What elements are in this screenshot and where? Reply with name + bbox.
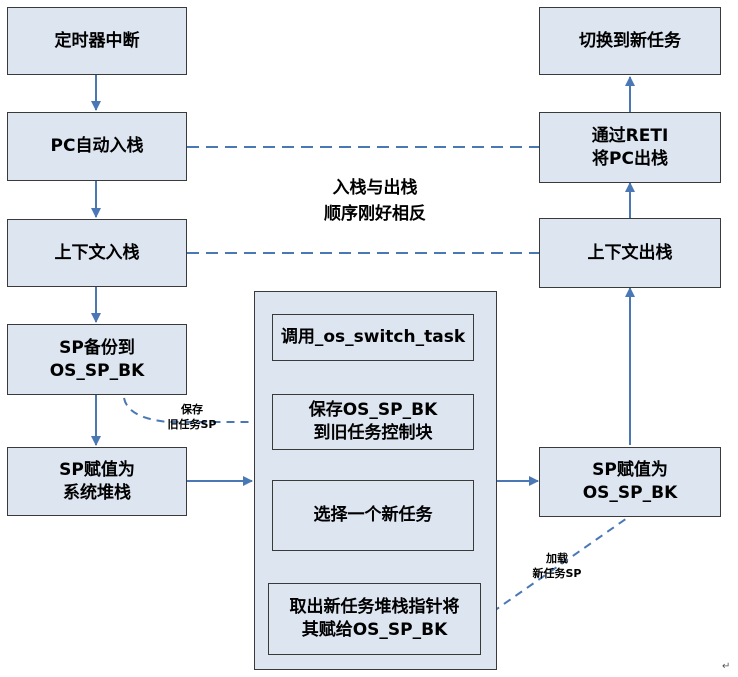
box-switch-to-new-task: 切换到新任务 (539, 7, 721, 75)
box-timer-interrupt: 定时器中断 (7, 7, 187, 75)
dashed-save-old-sp (123, 397, 272, 423)
box-call-switch-task-text: 调用_os_switch_task (280, 327, 466, 348)
box-switch-to-new-task-text: 切换到新任务 (579, 30, 681, 51)
box-fetch-new-sp: 取出新任务堆栈指针将 其赋给OS_SP_BK (268, 583, 481, 655)
box-sp-to-system-stack-line2: 系统堆栈 (63, 482, 131, 503)
box-context-push-text: 上下文入栈 (54, 242, 140, 263)
note-load-new-sp-line1: 加载 (546, 552, 568, 565)
box-pc-push: PC自动入栈 (7, 112, 187, 181)
box-fetch-new-sp-line1: 取出新任务堆栈指针将 (289, 597, 460, 618)
note-save-old-sp-line1: 保存 (181, 403, 203, 416)
box-context-pop: 上下文出栈 (539, 218, 721, 288)
box-context-push: 上下文入栈 (7, 219, 187, 287)
note-push-pop-order-line2: 顺序刚好相反 (324, 203, 426, 224)
box-fetch-new-sp-line2: 其赋给OS_SP_BK (301, 620, 448, 640)
note-load-new-sp-line2: 新任务SP (532, 566, 582, 580)
note-save-old-sp-line2: 旧任务SP (167, 417, 217, 431)
box-sp-backup-line2: OS_SP_BK (49, 360, 145, 381)
box-select-task-text: 选择一个新任务 (313, 505, 433, 526)
box-sp-backup-line1: SP备份到 (59, 337, 135, 358)
box-save-to-tcb-line2: 到旧任务控制块 (313, 423, 433, 443)
box-reti-pop-pc-line1: 通过RETI (591, 125, 669, 146)
note-save-old-sp: 保存 旧任务SP (150, 403, 234, 433)
dashed-load-new-sp (480, 515, 631, 621)
box-reti-pop-pc-line2: 将PC出栈 (592, 148, 668, 169)
box-sp-backup: SP备份到 OS_SP_BK (7, 324, 187, 395)
box-reti-pop-pc: 通过RETI 将PC出栈 (539, 112, 721, 183)
note-push-pop-order-line1: 入栈与出栈 (332, 178, 418, 198)
box-sp-from-bk-line1: SP赋值为 (592, 460, 668, 481)
paragraph-end-mark: ↵ (722, 661, 731, 672)
box-select-task: 选择一个新任务 (272, 480, 474, 551)
box-call-switch-task: 调用_os_switch_task (272, 314, 474, 361)
box-pc-push-text: PC自动入栈 (50, 136, 144, 157)
box-context-pop-text: 上下文出栈 (587, 242, 673, 263)
box-save-to-tcb-line1: 保存OS_SP_BK (308, 400, 438, 421)
box-sp-to-system-stack-line1: SP赋值为 (59, 459, 135, 480)
box-sp-from-bk: SP赋值为 OS_SP_BK (539, 447, 721, 517)
box-sp-from-bk-line2: OS_SP_BK (582, 483, 678, 503)
note-push-pop-order: 入栈与出栈 顺序刚好相反 (305, 176, 445, 227)
note-load-new-sp: 加载 新任务SP (515, 552, 599, 582)
box-timer-interrupt-text: 定时器中断 (54, 30, 140, 51)
box-save-to-tcb: 保存OS_SP_BK 到旧任务控制块 (272, 394, 474, 450)
box-sp-to-system-stack: SP赋值为 系统堆栈 (7, 447, 187, 516)
